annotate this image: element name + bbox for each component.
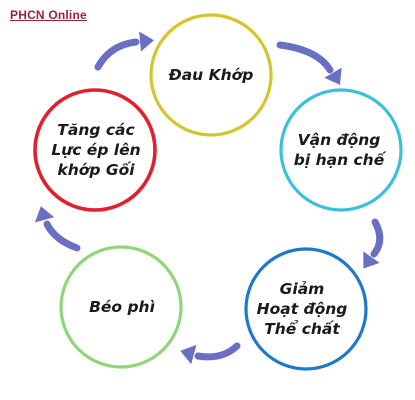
node-label-line: Béo phì bbox=[89, 298, 155, 316]
node-label-line: Giảm bbox=[280, 280, 325, 298]
node-label-line: bị hạn chế bbox=[294, 150, 387, 169]
node-label-beo-phi: Béo phì bbox=[89, 298, 155, 316]
node-label-line: Đau Khớp bbox=[168, 66, 254, 84]
site-logo-text[interactable]: PHCN Online bbox=[10, 8, 87, 22]
node-circle-giam-hoat-dong bbox=[244, 247, 368, 371]
node-label-dau-khop: Đau Khớp bbox=[168, 66, 254, 84]
node-circle-van-dong bbox=[279, 88, 403, 212]
node-circle-beo-phi bbox=[59, 245, 183, 369]
node-circle-tang-luc-ep bbox=[33, 88, 157, 212]
arrow-van-dong-to-giam bbox=[363, 218, 384, 269]
arrow-tang-to-dau-khop bbox=[94, 31, 154, 71]
node-label-line: Tăng các bbox=[57, 121, 134, 139]
node-label-line: Lực ép lên bbox=[51, 141, 140, 159]
node-label-line: khớp Gối bbox=[57, 160, 135, 179]
node-label-line: Thể chất bbox=[264, 319, 340, 338]
node-circle-dau-khop bbox=[149, 13, 273, 137]
arrow-giam-to-beo-phi bbox=[180, 342, 241, 365]
arrow-beo-phi-to-tang bbox=[34, 206, 81, 252]
arrow-dau-khop-to-van-dong bbox=[276, 41, 342, 85]
node-label-line: Vận động bbox=[298, 131, 381, 149]
node-label-line: Hoạt động bbox=[257, 300, 348, 318]
